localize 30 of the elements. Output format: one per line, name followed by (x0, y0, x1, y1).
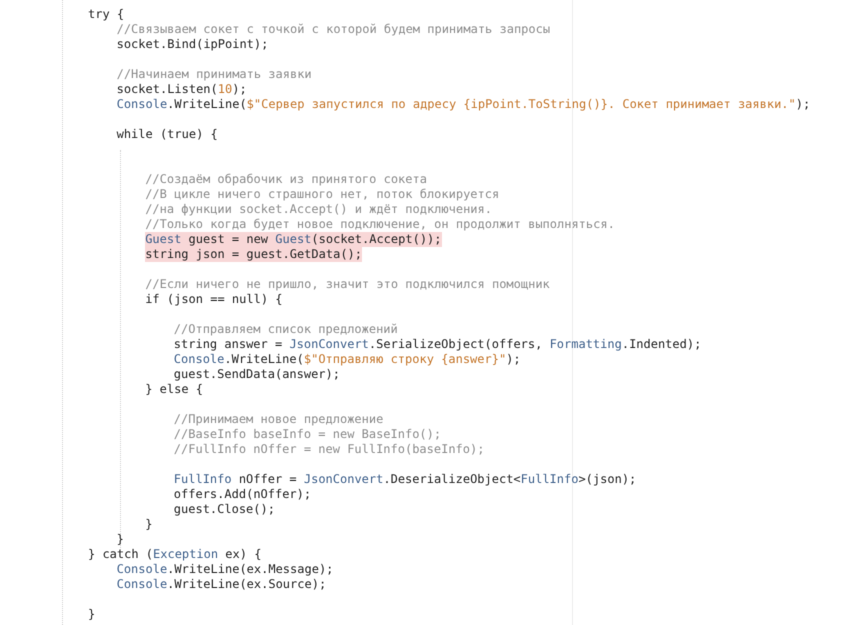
code-line: //Принимаем новое предложение (174, 412, 384, 427)
code-line: } catch (Exception ex) { (88, 547, 262, 562)
code-line: //на функции socket.Accept() и ждёт подключения. (145, 202, 492, 217)
code-line: try { (88, 7, 124, 22)
code-line: //BaseInfo baseInfo = new BaseInfo(); (174, 427, 442, 442)
code-line: //FullInfo nOffer = new FullInfo(baseInfo); (174, 442, 484, 457)
code-line: guest.Close(); (174, 502, 275, 517)
code-line: Console.WriteLine($"Отправляю строку {answer}"); (174, 352, 521, 367)
code-line: //Отправляем список предложений (174, 322, 398, 337)
code-line: } (116, 532, 124, 547)
code-line: if (json == null) { (145, 292, 282, 307)
code-line: } (88, 607, 96, 622)
code-line: } (145, 517, 152, 532)
code-line: offers.Add(nOffer); (174, 487, 312, 502)
code-line: Console.WriteLine(ex.Message); (116, 562, 334, 577)
code-line: socket.Listen(10); (116, 82, 247, 97)
code-line: string answer = JsonConvert.SerializeObject(offers, Formatting.Indented); (174, 337, 702, 352)
code-line: } else { (145, 382, 203, 397)
code-line: //Если ничего не пришло, значит это подключился помощник (145, 277, 550, 292)
code-line: //Создаём обрабочик из принятого сокета (145, 172, 427, 187)
code-line: Console.WriteLine($"Сервер запустился по адресу {ipPoint.ToString()}. Сокет принимает заявки."); (116, 97, 810, 112)
code-line: guest.SendData(answer); (174, 367, 340, 382)
code-line: //Связываем сокет с точкой с которой будем принимать запросы (116, 22, 550, 37)
code-line: Console.WriteLine(ex.Source); (116, 577, 326, 592)
code-line: socket.Bind(ipPoint); (116, 37, 268, 52)
code-line: FullInfo nOffer = JsonConvert.DeserializeObject<FullInfo>(json); (174, 472, 636, 487)
code-line: //Начинаем принимать заявки (116, 67, 312, 82)
code-line: //В цикле ничего страшного нет, поток блокируется (145, 187, 500, 202)
code-line: while (true) { (116, 127, 218, 142)
code-line: //Только когда будет новое подключение, он продолжит выполняться. (145, 217, 615, 232)
